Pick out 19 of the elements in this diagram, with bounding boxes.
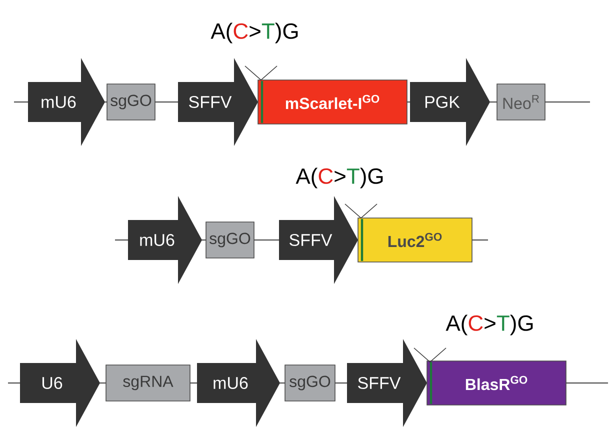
mutation-label: A(C>T)G <box>446 314 533 336</box>
gene-box: BlasR$^{GO}$ <box>426 360 566 406</box>
mutation-label: A(C>T)G <box>296 168 383 188</box>
promoter-block: mU6 <box>128 196 202 284</box>
promoter-block: U6 <box>20 339 100 427</box>
mutation-label: A(C>T)G <box>210 22 298 44</box>
promoter-block: mU6 <box>197 339 280 427</box>
gene-box: Luc2$^{GO}$ <box>358 218 472 262</box>
promoter-block: SFFV <box>178 58 258 146</box>
gene-box: Neo$^{R}$ <box>496 84 546 120</box>
promoter-block: SFFV <box>279 196 358 284</box>
promoter-block: mU6 <box>28 58 105 146</box>
gene-box: sgRNA <box>106 364 190 402</box>
gene-box: sgGO <box>106 84 156 120</box>
gene-box: mScarlet-I$^{GO}$ <box>258 80 408 124</box>
promoter-block: PGK <box>410 58 490 146</box>
gene-box: sgGO <box>206 222 254 258</box>
gene-box: sgGO <box>284 364 336 402</box>
promoter-block: SFFV <box>347 339 427 427</box>
